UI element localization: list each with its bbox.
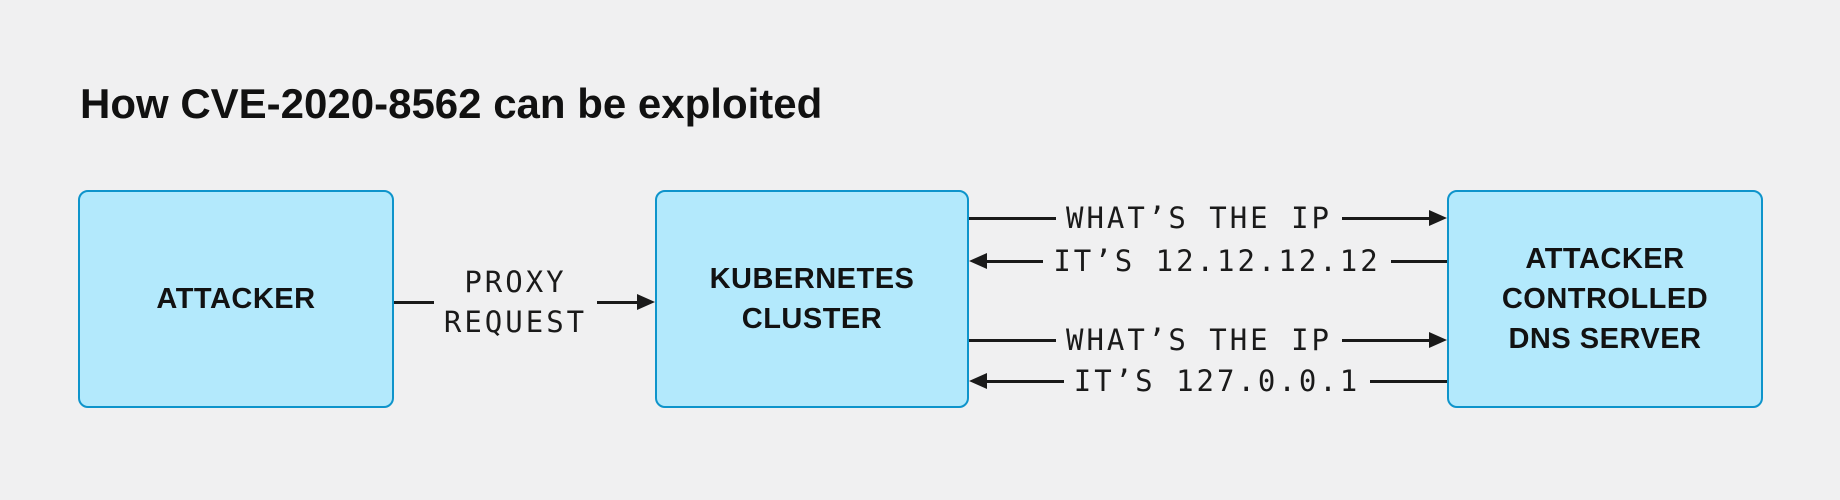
- node-kubernetes-label-line-1: KUBERNETES: [709, 263, 915, 295]
- node-attacker-controlled-dns-server: ATTACKER CONTROLLED DNS SERVER: [1447, 190, 1763, 408]
- connector-line-segment: [969, 216, 1057, 220]
- connector-whats-the-ip-2: WHAT’S THE IP: [969, 322, 1448, 358]
- connector-proxy-request-label: PROXY REQUEST: [434, 262, 597, 342]
- node-dns-label-line-2: CONTROLLED: [1501, 283, 1709, 315]
- connector-line-segment: [1342, 216, 1430, 220]
- connector-proxy-request: PROXY REQUEST: [394, 262, 655, 342]
- connector-line-segment: [969, 338, 1057, 342]
- node-dns-label-line-3: DNS SERVER: [1508, 323, 1702, 355]
- connector-line-segment: [1342, 338, 1430, 342]
- arrowhead-right-icon: [1429, 210, 1448, 226]
- node-attacker: ATTACKER: [78, 190, 394, 408]
- connector-line-segment: [1370, 379, 1447, 383]
- arrowhead-left-icon: [969, 253, 987, 269]
- connector-whats-the-ip-1-label: WHAT’S THE IP: [1066, 201, 1332, 235]
- connector-its-127-0-0-1: IT’S 127.0.0.1: [969, 363, 1447, 399]
- arrowhead-right-icon: [1429, 332, 1448, 348]
- connector-its-12-12-12-12: IT’S 12.12.12.12: [969, 243, 1448, 279]
- connector-line-segment: [1390, 259, 1448, 263]
- connector-proxy-request-label-line-1: PROXY: [464, 265, 567, 299]
- connector-line-segment: [987, 379, 1064, 383]
- connector-line-segment: [987, 259, 1044, 263]
- connector-whats-the-ip-1: WHAT’S THE IP: [969, 200, 1448, 236]
- connector-whats-the-ip-2-label: WHAT’S THE IP: [1066, 323, 1332, 357]
- connector-its-12-12-12-12-label: IT’S 12.12.12.12: [1053, 244, 1381, 278]
- node-attacker-label: ATTACKER: [156, 283, 316, 315]
- connector-its-127-0-0-1-label: IT’S 127.0.0.1: [1073, 364, 1361, 398]
- connector-line-segment: [394, 300, 434, 304]
- arrowhead-right-icon: [637, 294, 655, 310]
- arrowhead-left-icon: [969, 373, 987, 389]
- node-kubernetes-cluster: KUBERNETES CLUSTER: [655, 190, 969, 408]
- connector-proxy-request-label-line-2: REQUEST: [443, 305, 588, 339]
- node-kubernetes-label-line-2: CLUSTER: [741, 303, 883, 335]
- node-dns-label-line-1: ATTACKER: [1525, 243, 1685, 275]
- page-title: How CVE-2020-8562 can be exploited: [80, 80, 823, 127]
- connector-line-segment: [597, 300, 637, 304]
